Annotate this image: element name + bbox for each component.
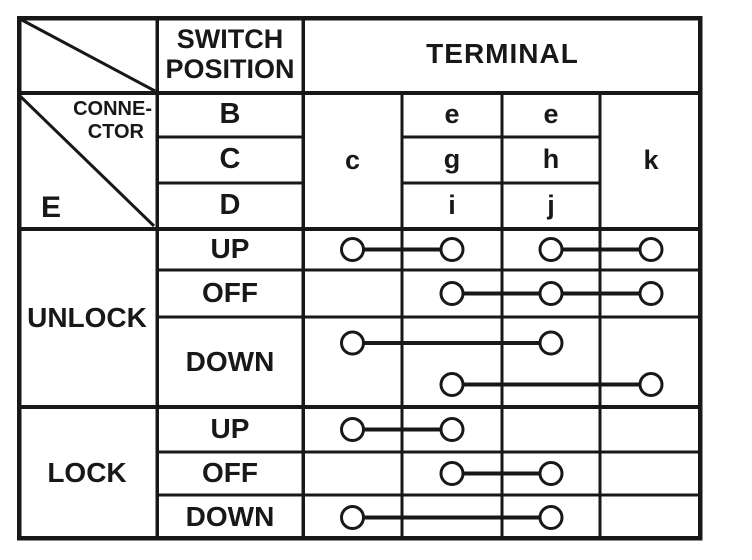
continuity-circle — [538, 281, 564, 306]
connector-label-line1: CONNE- — [73, 98, 152, 120]
switch-row-c: C — [219, 143, 241, 176]
continuity-circle — [340, 505, 365, 530]
switch-position-line1: SWITCH — [176, 23, 284, 54]
continuity-circle — [638, 372, 664, 397]
continuity-circle — [538, 237, 564, 262]
unlock-off-label: OFF — [202, 277, 258, 309]
continuity-circle — [439, 461, 465, 486]
continuity-circle — [638, 281, 664, 306]
continuity-circle — [340, 417, 365, 442]
continuity-circle — [439, 281, 465, 306]
lock-up-label: UP — [210, 413, 250, 445]
terminal-header: TERMINAL — [426, 38, 579, 70]
lock-down-label: DOWN — [185, 501, 275, 533]
connector-cell: CONNE- CTOR E — [17, 93, 157, 229]
table-outer-border — [16, 15, 703, 541]
section-lock-label: LOCK — [47, 457, 127, 489]
corner-diagonal — [19, 17, 156, 93]
terminal-g: g — [443, 144, 461, 175]
continuity-circle — [638, 237, 664, 262]
terminal-c: c — [344, 145, 361, 176]
switch-position-header: SWITCH POSITION — [157, 16, 303, 93]
terminal-k: k — [643, 145, 659, 176]
switch-row-b: B — [219, 98, 241, 131]
switch-row-d: D — [219, 189, 241, 222]
connector-diagonal — [18, 94, 156, 228]
terminal-e-left: e — [444, 99, 460, 130]
continuity-circle — [340, 237, 365, 262]
section-unlock-label: UNLOCK — [27, 301, 147, 333]
switch-position-line2: POSITION — [165, 53, 295, 84]
continuity-layer — [340, 237, 664, 530]
terminal-j: j — [547, 190, 555, 221]
terminal-e-right: e — [543, 99, 559, 130]
connector-value: E — [41, 191, 62, 224]
continuity-circle — [340, 330, 365, 356]
lock-off-label: OFF — [202, 457, 258, 489]
continuity-circle — [439, 372, 465, 397]
continuity-circle — [538, 505, 564, 530]
continuity-circle — [538, 461, 564, 486]
continuity-circle — [439, 417, 465, 442]
unlock-down-label: DOWN — [185, 345, 275, 377]
terminal-h: h — [542, 144, 560, 175]
terminal-i: i — [448, 190, 456, 221]
unlock-up-label: UP — [210, 233, 250, 265]
continuity-circle — [538, 330, 564, 356]
continuity-circle — [439, 237, 465, 262]
connector-label-line2: CTOR — [87, 121, 144, 143]
